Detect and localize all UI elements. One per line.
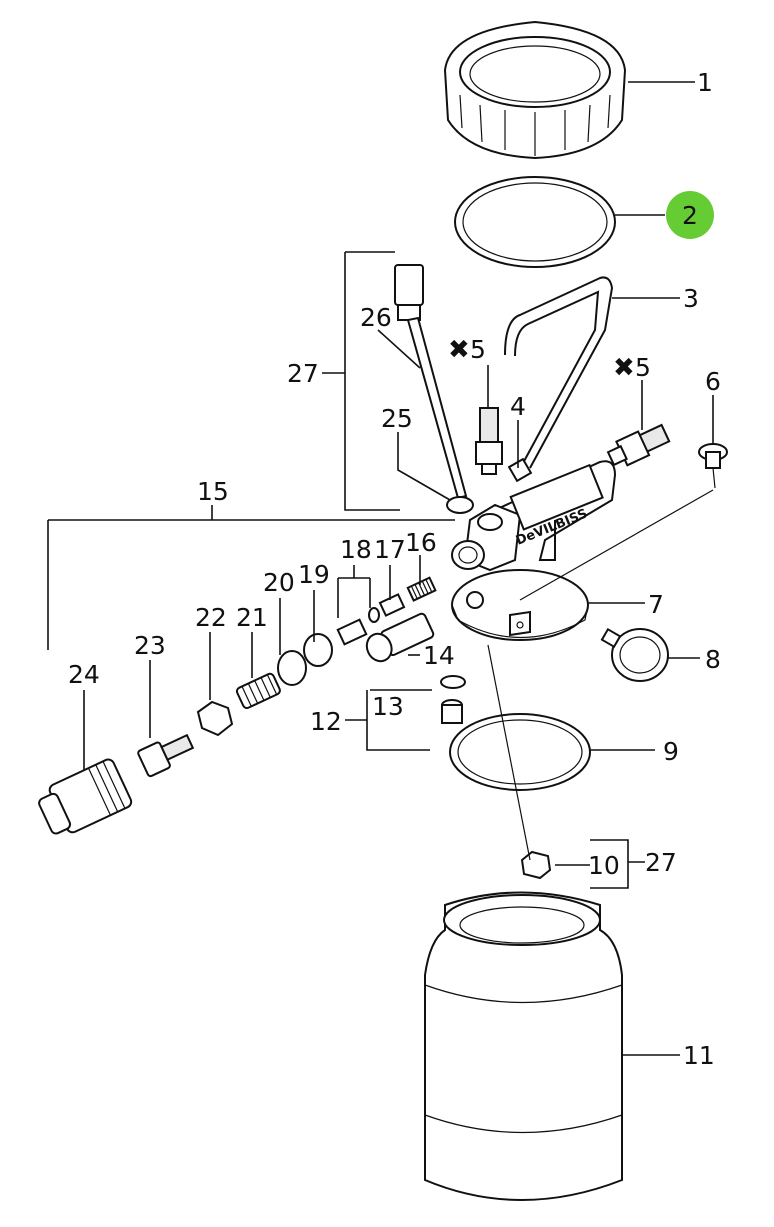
callout-14: 14: [423, 641, 455, 670]
part-gun-body: DeVILBISS: [451, 460, 617, 572]
callout-4: 4: [510, 392, 526, 421]
callout-6: 6: [705, 367, 721, 396]
callout-13: 13: [372, 692, 404, 721]
callout-8: 8: [705, 645, 721, 674]
part-large-gasket-9: [449, 713, 591, 791]
part-ring-25: [446, 496, 474, 514]
part-lid-plate-7: [451, 569, 589, 641]
callout-24: 24: [68, 660, 100, 689]
callout-12: 12: [310, 707, 342, 736]
part-screw-23: [137, 733, 195, 778]
part-nut-10: [520, 850, 552, 880]
callout-5b: 5: [635, 353, 651, 382]
part-knob-24: [38, 758, 133, 835]
part-ring-20: [277, 650, 307, 686]
callout-19: 19: [298, 560, 330, 589]
callout-18: 18: [340, 535, 372, 564]
callout-21: 21: [236, 603, 268, 632]
part-oring-13: [440, 675, 466, 689]
callout-9: 9: [663, 737, 679, 766]
part-valve-14: [365, 612, 435, 663]
part-lid-ring: [443, 20, 627, 160]
callout-25: 25: [381, 404, 413, 433]
callout-3: 3: [683, 284, 699, 313]
callout-10: 10: [588, 851, 620, 880]
part-fluid-tube-26: [394, 264, 468, 500]
callout-11: 11: [683, 1041, 715, 1070]
part-valve-18b: [336, 618, 368, 646]
callout-20: 20: [263, 568, 295, 597]
part-fitting-12: [441, 699, 463, 724]
part-gauge-8: [600, 627, 669, 682]
callout-22: 22: [195, 603, 227, 632]
cross-marker-5b: ✖: [613, 353, 635, 383]
callout-23: 23: [134, 631, 166, 660]
part-cup-11: [424, 891, 623, 1201]
callout-1: 1: [697, 68, 713, 97]
part-washer-19: [303, 633, 333, 667]
axis-line-main: [487, 644, 531, 861]
callout-2-highlight: [666, 191, 714, 239]
callout-16: 16: [405, 528, 437, 557]
callout-17: 17: [374, 535, 406, 564]
part-spring-16: [406, 576, 437, 602]
callout-26: 26: [360, 303, 392, 332]
callout-27b: 27: [645, 848, 677, 877]
part-bent-tube: [504, 276, 614, 483]
axis-line-6: [519, 489, 714, 601]
callout-15: 15: [197, 477, 229, 506]
part-nut-22: [196, 700, 234, 737]
callout-labels: 1 2 3 4 ✖ 5 ✖ 5 6 7 8 9 10 27 11 12 13 1…: [68, 68, 721, 1070]
part-gasket: [454, 176, 616, 268]
callout-7: 7: [648, 590, 664, 619]
part-spring-21: [235, 672, 281, 710]
callout-2: 2: [682, 201, 698, 230]
cross-marker-5a: ✖: [448, 335, 470, 365]
part-ring-18a: [368, 607, 380, 623]
part-seal-17: [378, 593, 406, 617]
part-fitting-5b: [606, 423, 671, 467]
part-valve-6: [698, 443, 728, 489]
callout-5a: 5: [470, 335, 486, 364]
callout-27a: 27: [287, 359, 319, 388]
part-fitting-5a: [475, 407, 503, 475]
leader-lines: [47, 81, 714, 1056]
